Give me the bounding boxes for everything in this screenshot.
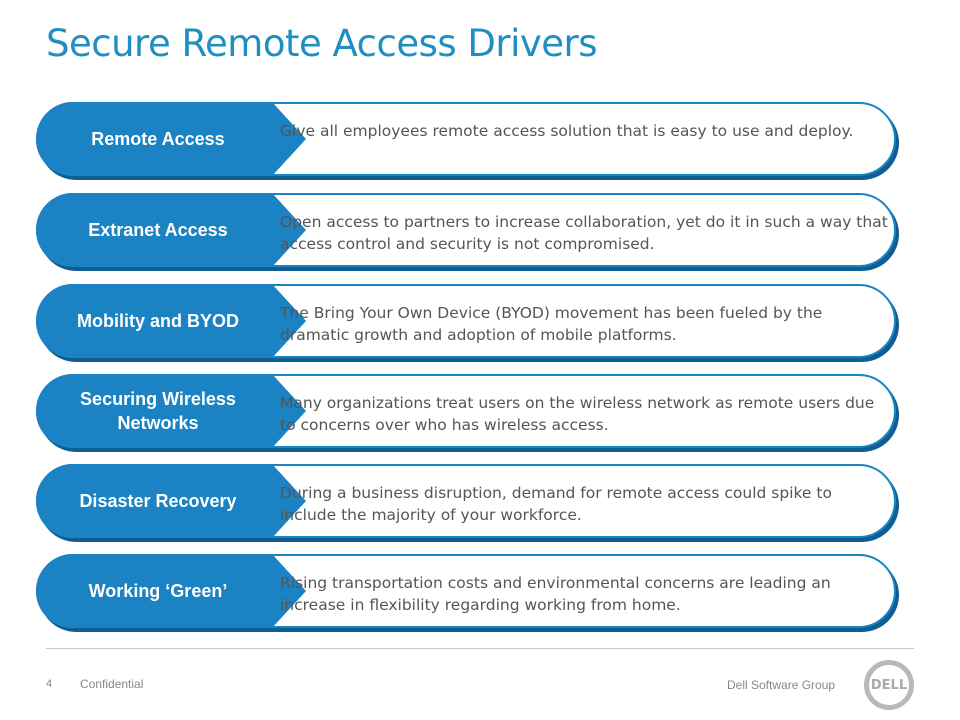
company-label: Dell Software Group <box>727 678 836 692</box>
drivers-list: Remote Access Give all employees remote … <box>36 102 902 645</box>
driver-row-securing-wireless: Securing Wireless Networks Many organiza… <box>36 374 902 452</box>
slide-title: Secure Remote Access Drivers <box>46 22 598 65</box>
driver-label: Working ‘Green’ <box>36 554 272 628</box>
arrow-shape <box>272 464 306 538</box>
driver-description: Rising transportation costs and environm… <box>280 574 831 614</box>
arrow-shape <box>272 284 306 358</box>
driver-row-disaster-recovery: Disaster Recovery During a business disr… <box>36 464 902 542</box>
driver-label: Disaster Recovery <box>36 464 272 538</box>
driver-row-mobility-byod: Mobility and BYOD The Bring Your Own Dev… <box>36 284 902 362</box>
driver-description: During a business disruption, demand for… <box>280 484 832 524</box>
arrow-shape <box>272 193 306 267</box>
driver-description: Open access to partners to increase coll… <box>280 213 888 253</box>
arrow-shape <box>272 374 306 448</box>
driver-row-working-green: Working ‘Green’ Rising transportation co… <box>36 554 902 632</box>
driver-label: Mobility and BYOD <box>36 284 272 358</box>
driver-description: Many organizations treat users on the wi… <box>280 394 875 434</box>
driver-row-remote-access: Remote Access Give all employees remote … <box>36 102 902 180</box>
footer-divider <box>46 648 914 649</box>
confidential-label: Confidential <box>80 677 144 691</box>
driver-label: Remote Access <box>36 102 272 176</box>
driver-description: Give all employees remote access solutio… <box>280 122 854 140</box>
driver-label: Extranet Access <box>36 193 272 267</box>
logo-text: DELL <box>870 677 908 693</box>
arrow-shape <box>272 102 306 176</box>
driver-description: The Bring Your Own Device (BYOD) movemen… <box>280 304 823 344</box>
driver-label: Securing Wireless Networks <box>36 374 272 448</box>
dell-logo-icon: DELL <box>864 660 914 710</box>
page-number: 4 <box>46 678 53 690</box>
driver-row-extranet-access: Extranet Access Open access to partners … <box>36 193 902 271</box>
arrow-shape <box>272 554 306 628</box>
